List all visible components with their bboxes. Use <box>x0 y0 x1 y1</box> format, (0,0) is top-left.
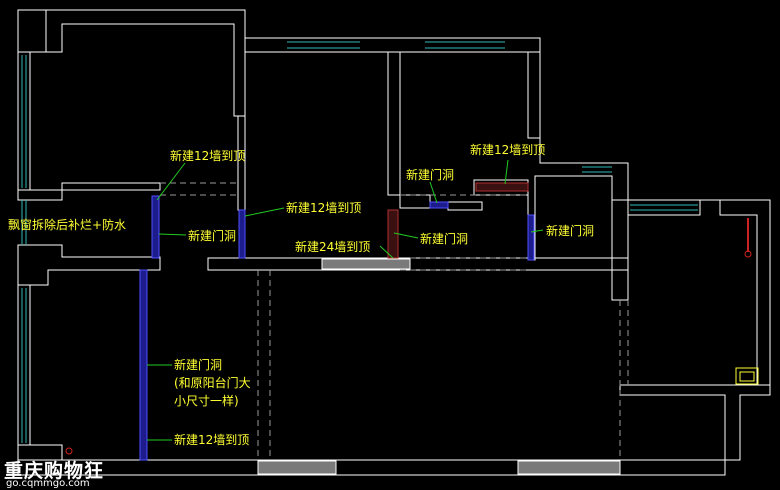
wall-corner-top-left <box>17 9 47 53</box>
sink-fixture <box>735 367 759 385</box>
watermark-title: 重庆购物狂 <box>4 460 105 482</box>
label-new-door-d: 新建门洞 <box>546 224 595 238</box>
leader-5 <box>393 232 419 239</box>
fixtures <box>65 218 759 455</box>
new-wall-bedroom <box>238 209 246 259</box>
label-new-wall-12-b: 新建12墙到顶 <box>286 201 362 215</box>
wall-bottom-seg-2 <box>517 460 621 475</box>
wall-balcony-top <box>627 199 701 216</box>
wall-middle-horizontal <box>207 257 629 271</box>
wall-upper-right-block <box>473 179 529 196</box>
label-new-door-a: 新建门洞 <box>188 229 237 243</box>
red-marker-bottom-left <box>65 447 73 455</box>
wall-balcony-bottom <box>619 384 771 461</box>
leader-4 <box>379 245 394 259</box>
leader-lines <box>147 159 544 441</box>
label-new-door-e-line3: 小尺寸一样) <box>174 394 239 408</box>
wall-left-upper <box>17 51 31 191</box>
exterior-walls <box>17 9 771 476</box>
new-wall-living <box>139 269 148 461</box>
wall-door-stub <box>399 194 431 209</box>
leader-3 <box>244 207 285 217</box>
new-wall-bay <box>151 195 160 259</box>
wall-right-upper <box>527 51 541 139</box>
watermark-url: go.cqmmgo.com <box>6 478 90 489</box>
leader-1 <box>156 162 186 201</box>
dashed-reference-lines <box>160 182 629 460</box>
new-door-right <box>527 214 535 261</box>
wall-balcony-right <box>700 199 771 386</box>
new-walls <box>139 182 535 461</box>
wall-left-lower <box>17 244 161 286</box>
wall-door-stub-2 <box>447 201 483 211</box>
label-new-door-b: 新建门洞 <box>406 168 455 182</box>
wall-bottom <box>17 459 726 476</box>
red-pipe-end <box>744 250 752 258</box>
wall-right-pillar <box>611 199 629 301</box>
label-window-removal: 飘窗拆除后补烂+防水 <box>8 218 127 232</box>
label-new-wall-12-c: 新建12墙到顶 <box>470 143 546 157</box>
wall-bottom-seg-1 <box>257 460 337 475</box>
label-new-wall-24: 新建24墙到顶 <box>295 240 371 254</box>
wall-interior-mid <box>387 51 401 196</box>
leader-2 <box>158 233 187 236</box>
leader-7 <box>504 159 509 185</box>
wall-top-middle <box>244 37 541 53</box>
label-new-door-c: 新建门洞 <box>420 232 469 246</box>
wall-middle-seg <box>321 258 411 270</box>
new-wall-upper-right <box>475 182 529 192</box>
label-new-door-e-line1: 新建门洞 <box>174 358 223 372</box>
wall-left-bottom <box>17 284 31 446</box>
label-new-door-e-line2: (和原阳台门大 <box>174 376 251 390</box>
new-door-stub <box>429 201 449 209</box>
wall-left-mid <box>17 189 63 201</box>
wall-bedroom-top <box>46 9 246 117</box>
leader-8 <box>530 229 544 233</box>
leader-6 <box>429 181 438 204</box>
label-new-wall-12-a: 新建12墙到顶 <box>170 149 246 163</box>
sink-basin <box>739 371 755 382</box>
label-new-wall-12-d: 新建12墙到顶 <box>174 433 250 447</box>
wall-bay-window <box>61 182 161 191</box>
